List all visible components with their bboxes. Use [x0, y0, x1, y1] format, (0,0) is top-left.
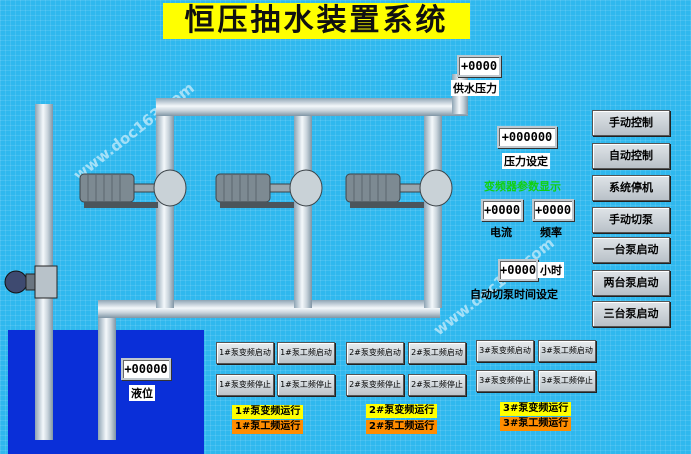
one-pump-start-button[interactable]: 一台泵启动: [592, 237, 670, 263]
pressure-setting-input[interactable]: +000000: [497, 126, 557, 148]
suction-header: [98, 300, 440, 318]
pump1-line-status: 1#泵工频运行: [232, 420, 304, 434]
frequency-display: +0000: [532, 199, 574, 221]
pressure-setting-label: 压力设定: [502, 153, 550, 169]
pump3-vf-status: 3#泵变频运行: [500, 402, 572, 416]
pump3-motor: [345, 169, 453, 208]
pump2-vf-stop-button[interactable]: 2#泵变频停止: [346, 374, 404, 396]
inlet-valve-icon: [4, 265, 58, 299]
pump3-vf-stop-button[interactable]: 3#泵变频停止: [476, 370, 534, 392]
riser-pump3: [424, 112, 442, 308]
pump2-line-start-button[interactable]: 2#泵工频启动: [408, 342, 466, 364]
three-pumps-start-button[interactable]: 三台泵启动: [592, 301, 670, 327]
pump1-line-stop-button[interactable]: 1#泵工频停止: [277, 374, 335, 396]
pump2-motor: [215, 169, 323, 208]
riser-pump1: [156, 112, 174, 308]
pump2-vf-start-button[interactable]: 2#泵变频启动: [346, 342, 404, 364]
current-label: 电流: [490, 226, 512, 239]
hours-unit-label: 小时: [538, 262, 564, 278]
pump1-vf-status: 1#泵变频运行: [232, 405, 304, 419]
page-title: 恒压抽水装置系统: [163, 3, 470, 39]
two-pumps-start-button[interactable]: 两台泵启动: [592, 270, 670, 296]
supply-pressure-display: +0000: [457, 55, 501, 77]
manual-control-button[interactable]: 手动控制: [592, 110, 670, 136]
pump2-line-stop-button[interactable]: 2#泵工频停止: [408, 374, 466, 396]
pump2-line-status: 2#泵工频运行: [366, 420, 438, 434]
inverter-params-label: 变频器参数显示: [484, 180, 561, 193]
supply-pressure-label: 供水压力: [451, 80, 499, 96]
switch-time-input[interactable]: +0000: [498, 259, 538, 281]
level-label: 液位: [129, 385, 155, 401]
pump3-line-stop-button[interactable]: 3#泵工频停止: [538, 370, 596, 392]
pump1-motor: [79, 169, 187, 208]
discharge-header: [156, 98, 468, 116]
pump1-line-start-button[interactable]: 1#泵工频启动: [277, 342, 335, 364]
riser-pump2: [294, 112, 312, 308]
system-stop-button[interactable]: 系统停机: [592, 175, 670, 201]
level-display: +00000: [121, 358, 171, 380]
switch-time-label: 自动切泵时间设定: [470, 288, 558, 301]
pump1-vf-start-button[interactable]: 1#泵变频启动: [216, 342, 274, 364]
pump3-vf-start-button[interactable]: 3#泵变频启动: [476, 340, 534, 362]
pump1-vf-stop-button[interactable]: 1#泵变频停止: [216, 374, 274, 396]
manual-switch-pump-button[interactable]: 手动切泵: [592, 207, 670, 233]
pump3-line-status: 3#泵工频运行: [500, 417, 572, 431]
auto-control-button[interactable]: 自动控制: [592, 143, 670, 169]
pump3-line-start-button[interactable]: 3#泵工频启动: [538, 340, 596, 362]
inlet-pipe-right: [98, 312, 116, 440]
frequency-label: 频率: [540, 226, 562, 239]
current-display: +0000: [481, 199, 523, 221]
pump2-vf-status: 2#泵变频运行: [366, 404, 438, 418]
